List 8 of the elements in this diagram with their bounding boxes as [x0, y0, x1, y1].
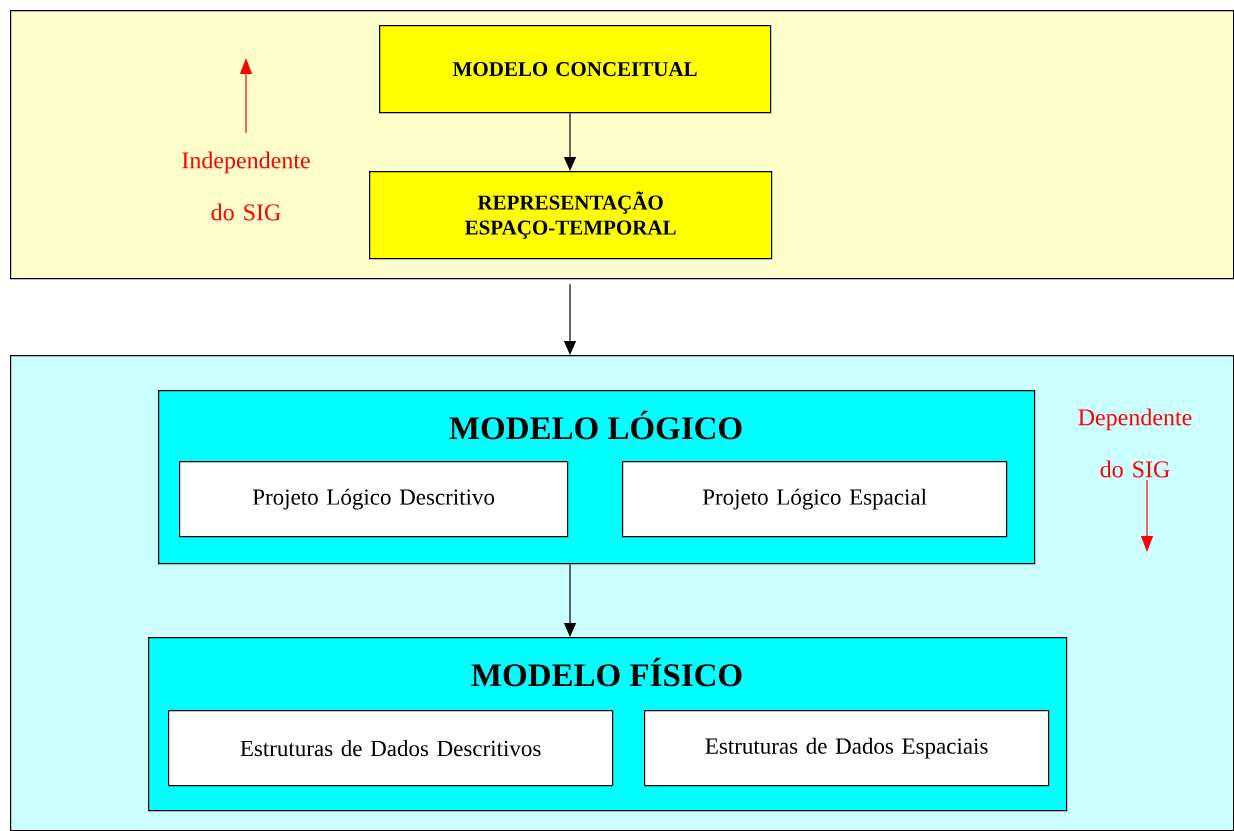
direction-label: Independente do SIG — [182, 151, 310, 221]
process-box: Projeto Lógico Descritivo — [179, 461, 569, 538]
direction-label: Dependente do SIG — [1078, 408, 1192, 478]
process-box: Estruturas de Dados Espaciais — [644, 710, 1050, 787]
process-box: MODELO CONCEITUAL — [379, 25, 772, 114]
process-box: REPRESENTAÇÃO ESPAÇO-TEMPORAL — [369, 171, 773, 260]
process-box: Projeto Lógico Espacial — [622, 461, 1008, 538]
process-box: Estruturas de Dados Descritivos — [168, 710, 614, 787]
